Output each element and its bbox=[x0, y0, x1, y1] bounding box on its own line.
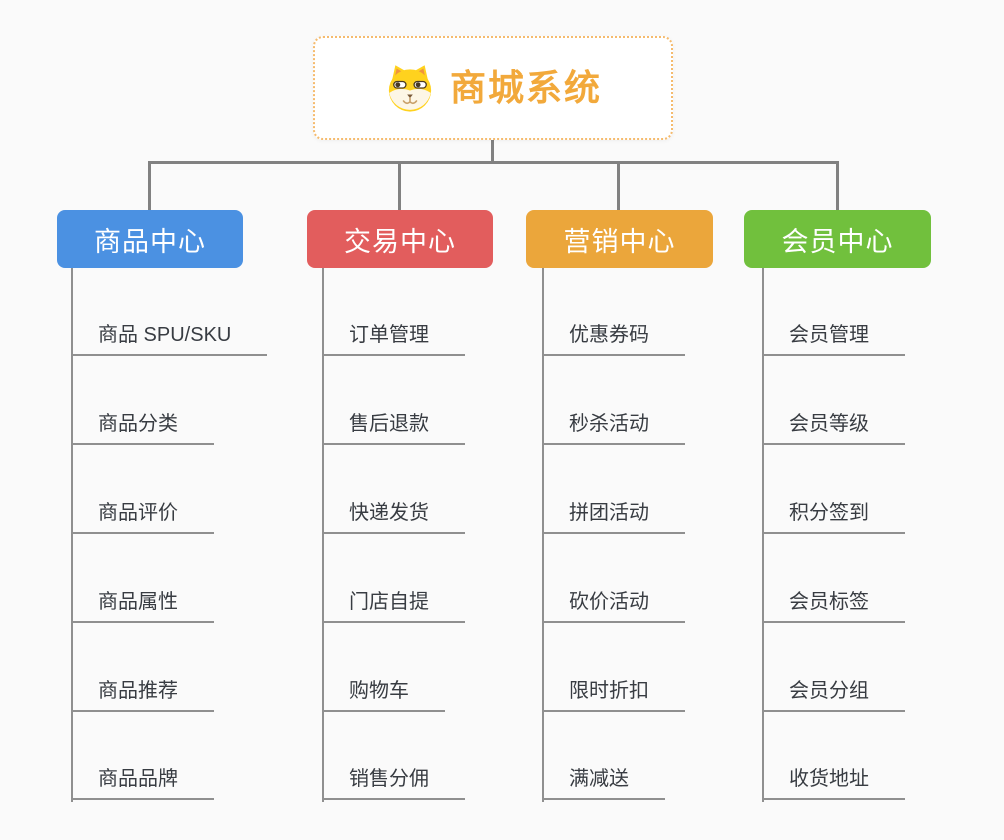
root-node[interactable]: 商城系统 bbox=[313, 36, 673, 140]
node-item[interactable]: 会员等级 bbox=[762, 405, 905, 445]
node-item[interactable]: 会员管理 bbox=[762, 316, 905, 356]
branch-node-member-center[interactable]: 会员中心 bbox=[744, 210, 931, 268]
root-title: 商城系统 bbox=[449, 67, 602, 108]
node-item[interactable]: 会员标签 bbox=[762, 583, 905, 623]
node-item[interactable]: 订单管理 bbox=[322, 316, 465, 356]
node-item[interactable]: 门店自提 bbox=[322, 583, 465, 623]
node-item[interactable]: 售后退款 bbox=[322, 405, 465, 445]
tree-line bbox=[762, 268, 764, 802]
node-item[interactable]: 优惠券码 bbox=[542, 316, 685, 356]
connector-drop-line bbox=[836, 161, 839, 210]
connector-drop-line bbox=[617, 161, 620, 210]
branch-children-marketing: 优惠券码 秒杀活动 拼团活动 砍价活动 限时折扣 满减送 bbox=[542, 268, 772, 802]
node-item[interactable]: 商品推荐 bbox=[71, 672, 214, 712]
node-item[interactable]: 限时折扣 bbox=[542, 672, 685, 712]
branch-node-trade-center[interactable]: 交易中心 bbox=[307, 210, 493, 268]
branch-children-member: 会员管理 会员等级 积分签到 会员标签 会员分组 收货地址 bbox=[762, 268, 992, 802]
node-item[interactable]: 商品 SPU/SKU bbox=[71, 316, 268, 356]
node-item[interactable]: 购物车 bbox=[322, 672, 445, 712]
node-item[interactable]: 满减送 bbox=[542, 760, 665, 800]
node-item[interactable]: 拼团活动 bbox=[542, 494, 685, 534]
connector-root-stem bbox=[491, 140, 494, 162]
node-item[interactable]: 快递发货 bbox=[322, 494, 465, 534]
node-item[interactable]: 秒杀活动 bbox=[542, 405, 685, 445]
branch-node-marketing-center[interactable]: 营销中心 bbox=[526, 210, 713, 268]
branch-children-product: 商品 SPU/SKU 商品分类 商品评价 商品属性 商品推荐 商品品牌 bbox=[71, 268, 301, 802]
branch-node-product-center[interactable]: 商品中心 bbox=[57, 210, 243, 268]
tree-line bbox=[322, 268, 324, 802]
connector-bus-line bbox=[148, 161, 839, 164]
branch-children-trade: 订单管理 售后退款 快递发货 门店自提 购物车 销售分佣 bbox=[322, 268, 552, 802]
node-item[interactable]: 收货地址 bbox=[762, 760, 905, 800]
tree-line bbox=[542, 268, 544, 802]
node-item[interactable]: 商品品牌 bbox=[71, 760, 214, 800]
node-item[interactable]: 会员分组 bbox=[762, 672, 905, 712]
node-item[interactable]: 商品分类 bbox=[71, 405, 214, 445]
connector-drop-line bbox=[398, 161, 401, 210]
node-item[interactable]: 积分签到 bbox=[762, 494, 905, 534]
connector-drop-line bbox=[148, 161, 151, 210]
dog-face-icon bbox=[384, 62, 436, 114]
node-item[interactable]: 销售分佣 bbox=[322, 760, 465, 800]
tree-line bbox=[71, 268, 73, 802]
node-item[interactable]: 砍价活动 bbox=[542, 583, 685, 623]
node-item[interactable]: 商品属性 bbox=[71, 583, 214, 623]
node-item[interactable]: 商品评价 bbox=[71, 494, 214, 534]
